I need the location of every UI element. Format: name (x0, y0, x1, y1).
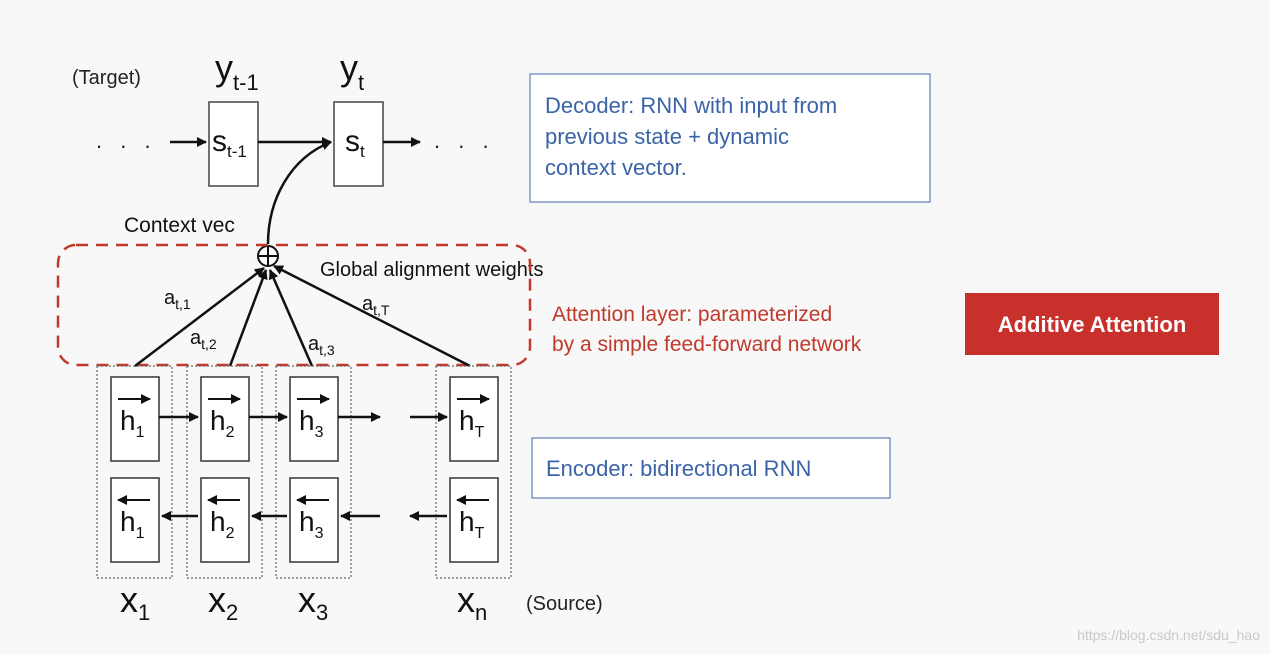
output-label-y-t-1: yt-1 (215, 47, 259, 95)
input-x-n: xn (457, 579, 487, 625)
watermark: https://blog.csdn.net/sdu_hao (1077, 627, 1260, 643)
svg-text:h3: h3 (299, 405, 324, 441)
decoder-right-dots: . . . (434, 128, 495, 153)
svg-text:h2: h2 (210, 506, 235, 542)
attention-line-2 (228, 269, 268, 367)
forward-h-1: h1 (110, 376, 160, 462)
decoder-callout-line-3: context vector. (545, 155, 687, 180)
encoder-column-3 (275, 365, 352, 579)
forward-h-2: h2 (200, 376, 250, 462)
encoder-column-2 (186, 365, 263, 579)
attention-region (56, 243, 532, 367)
decoder-state-s-t-1-label: st-1 (212, 125, 247, 161)
svg-text:h1: h1 (120, 506, 145, 542)
backward-h-2: h2 (200, 477, 250, 563)
output-label-y-t: yt (340, 47, 364, 95)
attention-line-T (273, 264, 471, 368)
input-x-1: x1 (120, 579, 150, 625)
decoder-state-s-t (333, 101, 384, 187)
decoder-state-s-t-1 (208, 101, 259, 187)
decoder-left-dots: . . . (96, 128, 157, 153)
alpha-t-3: at,3 (308, 333, 335, 358)
global-alignment-label: Global alignment weights (320, 259, 543, 281)
context-vec-label: Context vec (124, 214, 235, 237)
backward-h-1: h1 (110, 477, 160, 563)
svg-text:hT: hT (459, 405, 485, 441)
decoder-callout (529, 73, 931, 203)
attention-callout-line-1: Attention layer: parameterized (552, 303, 832, 326)
encoder-column-1 (96, 365, 173, 579)
decoder-state-s-t-label: st (345, 125, 365, 161)
backward-h-3: h3 (289, 477, 339, 563)
forward-h-T: hT (449, 376, 499, 462)
additive-attention-badge-label: Additive Attention (998, 312, 1187, 337)
svg-text:hT: hT (459, 506, 485, 542)
decoder-callout-line-1: Decoder: RNN with input from (545, 93, 837, 118)
source-label: (Source) (526, 593, 603, 615)
target-label: (Target) (72, 67, 141, 89)
svg-text:h1: h1 (120, 405, 145, 441)
encoder-callout (531, 437, 891, 499)
alpha-t-T: at,T (362, 293, 390, 318)
attention-line-1 (134, 267, 265, 367)
svg-text:h3: h3 (299, 506, 324, 542)
svg-text:h2: h2 (210, 405, 235, 441)
decoder-callout-line-2: previous state + dynamic (545, 124, 789, 149)
encoder-column-T (435, 365, 512, 579)
backward-h-T: hT (449, 477, 499, 563)
input-x-2: x2 (208, 579, 238, 625)
context-vector-arrow (266, 140, 332, 245)
attention-line-3 (268, 269, 314, 367)
encoder-callout-text: Encoder: bidirectional RNN (546, 456, 811, 481)
alpha-t-1: at,1 (164, 287, 191, 312)
additive-attention-badge (965, 293, 1219, 355)
attention-callout-line-2: by a simple feed-forward network (552, 333, 862, 356)
input-x-3: x3 (298, 579, 328, 625)
forward-h-3: h3 (289, 376, 339, 462)
alpha-t-2: at,2 (190, 327, 217, 352)
